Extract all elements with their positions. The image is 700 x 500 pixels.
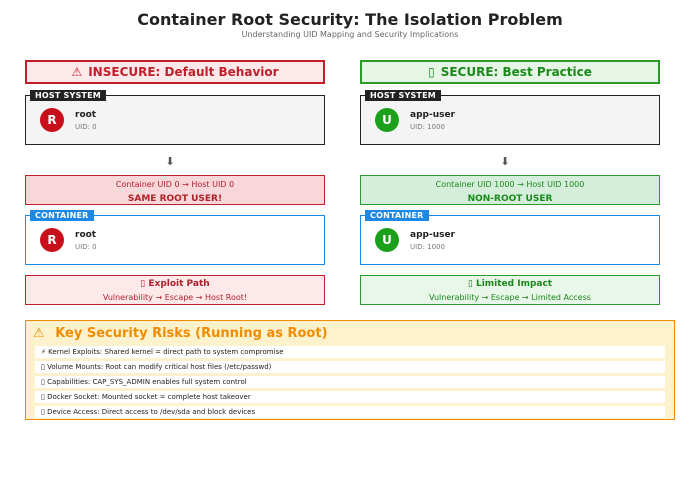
secure-container-box: U app-user UID: 1000: [360, 215, 660, 265]
impact-title: Exploit Path: [148, 279, 210, 289]
secure-header-label: SECURE: Best Practice: [440, 65, 592, 79]
avatar: R: [40, 228, 64, 252]
arrow-down-icon: ⬇: [165, 155, 175, 168]
list-item: ▯ Docker Socket: Mounted socket = comple…: [35, 391, 665, 403]
list-item: ▯ Volume Mounts: Root can modify critica…: [35, 361, 665, 373]
container-user-name: app-user: [410, 230, 455, 240]
secure-header: ▯ SECURE: Best Practice: [360, 60, 660, 84]
host-system-tag: HOST SYSTEM: [30, 90, 106, 101]
impact-text: Vulnerability → Escape → Host Root!: [102, 293, 248, 302]
container-tag: CONTAINER: [365, 210, 429, 221]
impact-title-row: ▯ Exploit Path: [26, 278, 324, 291]
impact-title: Limited Impact: [475, 279, 553, 289]
uid-mapping-result: NON-ROOT USER: [467, 194, 553, 204]
container-user-uid: UID: 0: [75, 243, 97, 251]
uid-mapping-text: Container UID 0 → Host UID 0: [115, 180, 235, 189]
host-system-tag: HOST SYSTEM: [365, 90, 441, 101]
host-user-uid: UID: 1000: [410, 123, 445, 131]
container-user-name: root: [75, 230, 97, 240]
warning-icon: ⚠: [33, 326, 45, 341]
uid-mapping-text: Container UID 1000 → Host UID 1000: [435, 180, 585, 189]
exploit-icon: ▯: [140, 279, 146, 289]
list-item: ⚡ Kernel Exploits: Shared kernel = direc…: [35, 346, 665, 358]
page-title: Container Root Security: The Isolation P…: [137, 10, 563, 29]
container-tag: CONTAINER: [30, 210, 94, 221]
warning-icon: ⚠: [71, 65, 83, 79]
avatar: R: [40, 108, 64, 132]
check-icon: ▯: [428, 65, 435, 79]
avatar: U: [375, 108, 399, 132]
impact-text: Vulnerability → Escape → Limited Access: [429, 293, 591, 302]
secure-host-box: U app-user UID: 1000: [360, 95, 660, 145]
secure-uid-mapping: Container UID 1000 → Host UID 1000 NON-R…: [360, 175, 660, 205]
uid-mapping-result: SAME ROOT USER!: [127, 194, 223, 204]
risks-title-row: ⚠ Key Security Risks (Running as Root): [33, 326, 328, 341]
insecure-container-box: R root UID: 0: [25, 215, 325, 265]
arrow-down-icon: ⬇: [500, 155, 510, 168]
host-user-name: app-user: [410, 110, 455, 120]
page-subtitle: Understanding UID Mapping and Security I…: [241, 30, 459, 39]
impact-title-row: ▯ Limited Impact: [361, 278, 659, 291]
risks-title: Key Security Risks (Running as Root): [55, 326, 328, 341]
container-user-uid: UID: 1000: [410, 243, 445, 251]
shield-icon: ▯: [467, 279, 473, 289]
insecure-header: ⚠ INSECURE: Default Behavior: [25, 60, 325, 84]
secure-impact-box: ▯ Limited Impact Vulnerability → Escape …: [360, 275, 660, 305]
list-item: ▯ Device Access: Direct access to /dev/s…: [35, 406, 665, 418]
host-user-name: root: [75, 110, 97, 120]
avatar: U: [375, 228, 399, 252]
security-risks-panel: ⚠ Key Security Risks (Running as Root) ⚡…: [25, 320, 675, 420]
list-item: ▯ Capabilities: CAP_SYS_ADMIN enables fu…: [35, 376, 665, 388]
insecure-impact-box: ▯ Exploit Path Vulnerability → Escape → …: [25, 275, 325, 305]
host-user-uid: UID: 0: [75, 123, 97, 131]
insecure-header-label: INSECURE: Default Behavior: [88, 65, 279, 79]
insecure-uid-mapping: Container UID 0 → Host UID 0 SAME ROOT U…: [25, 175, 325, 205]
insecure-host-box: R root UID: 0: [25, 95, 325, 145]
